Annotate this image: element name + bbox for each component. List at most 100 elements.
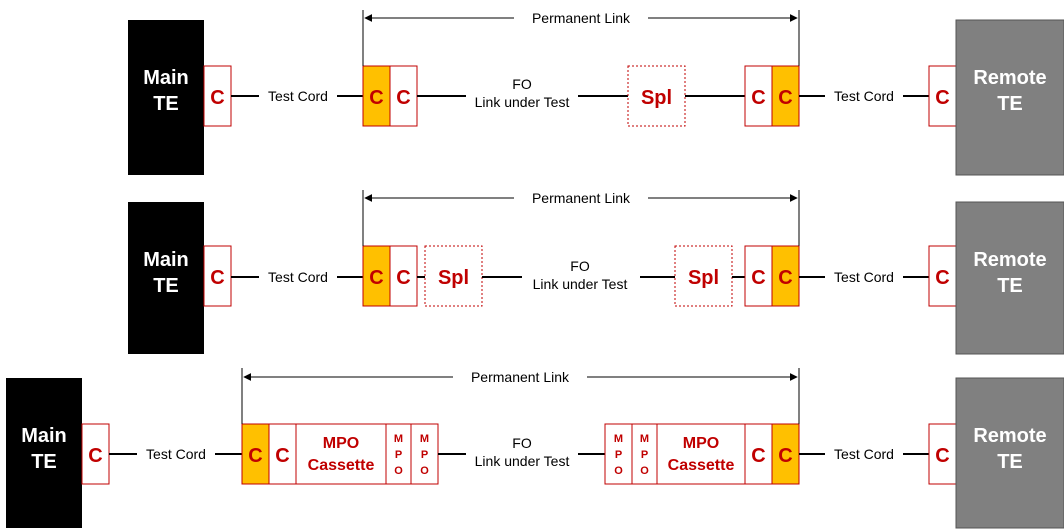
- svg-text:C: C: [935, 267, 949, 289]
- main-te-label: TE: [31, 451, 57, 473]
- main-te-device: Main TE: [128, 202, 204, 354]
- test-cord-label: Test Cord: [834, 446, 894, 462]
- remote-te-label: Remote: [973, 249, 1046, 271]
- svg-text:C: C: [935, 87, 949, 109]
- svg-text:C: C: [369, 267, 383, 289]
- remote-te-label: Remote: [973, 67, 1046, 89]
- connector: C: [928, 423, 957, 485]
- row-2-splice-link: Main TE C Test Cord C C Spl FO Link unde…: [128, 189, 1064, 355]
- remote-te-device: Remote TE: [955, 201, 1064, 355]
- splice: Spl: [424, 245, 483, 307]
- svg-text:Spl: Spl: [688, 267, 719, 289]
- main-te-label: Main: [143, 249, 189, 271]
- svg-text:Spl: Spl: [438, 267, 469, 289]
- mpo-connector: M P O: [631, 423, 658, 485]
- remote-te-device: Remote TE: [955, 377, 1064, 529]
- svg-text:C: C: [369, 87, 383, 109]
- svg-text:C: C: [210, 267, 224, 289]
- svg-text:C: C: [751, 267, 765, 289]
- test-cord-label: Test Cord: [834, 88, 894, 104]
- connector: C: [268, 423, 297, 485]
- svg-text:M: M: [420, 433, 429, 445]
- main-te-label: Main: [21, 425, 67, 447]
- connector-highlight: C: [362, 65, 391, 127]
- connector-highlight: C: [771, 65, 800, 127]
- connector: C: [928, 245, 957, 307]
- svg-text:C: C: [778, 87, 792, 109]
- svg-text:O: O: [614, 465, 623, 477]
- main-te-device: Main TE: [128, 20, 204, 175]
- permanent-link-label: Permanent Link: [471, 369, 570, 385]
- remote-te-label: Remote: [973, 425, 1046, 447]
- svg-text:C: C: [396, 87, 410, 109]
- svg-text:P: P: [395, 449, 402, 461]
- svg-text:P: P: [641, 449, 648, 461]
- svg-text:C: C: [751, 87, 765, 109]
- mpo-connector: M P O: [385, 423, 412, 485]
- remote-te-label: TE: [997, 451, 1023, 473]
- link-under-test-label: Link under Test: [475, 453, 570, 469]
- link-under-test-label: Link under Test: [533, 276, 628, 292]
- mpo-cassette: MPO Cassette: [295, 423, 387, 485]
- svg-text:O: O: [640, 465, 649, 477]
- test-cord-label: Test Cord: [146, 446, 206, 462]
- mpo-connector: M P O: [604, 423, 633, 485]
- main-te-label: TE: [153, 93, 179, 115]
- mpo-connector: M P O: [410, 423, 439, 485]
- connector: C: [389, 65, 418, 127]
- svg-text:Cassette: Cassette: [308, 457, 375, 474]
- connector: C: [744, 423, 773, 485]
- connector: C: [203, 65, 232, 127]
- connector: C: [81, 423, 110, 485]
- svg-text:M: M: [394, 433, 403, 445]
- svg-text:C: C: [248, 445, 262, 467]
- connector: C: [203, 245, 232, 307]
- svg-text:C: C: [396, 267, 410, 289]
- svg-text:C: C: [210, 87, 224, 109]
- permanent-link-dimension: Permanent Link: [241, 368, 800, 424]
- remote-te-label: TE: [997, 275, 1023, 297]
- fo-label: FO: [512, 435, 532, 451]
- svg-text:P: P: [615, 449, 622, 461]
- permanent-link-dimension: Permanent Link: [362, 189, 800, 246]
- svg-text:C: C: [275, 445, 289, 467]
- remote-te-label: TE: [997, 93, 1023, 115]
- svg-text:O: O: [394, 465, 403, 477]
- svg-text:Cassette: Cassette: [668, 457, 735, 474]
- main-te-label: TE: [153, 275, 179, 297]
- svg-text:O: O: [420, 465, 429, 477]
- svg-text:C: C: [778, 445, 792, 467]
- connector-highlight: C: [771, 245, 800, 307]
- svg-text:C: C: [778, 267, 792, 289]
- splice: Spl: [627, 65, 686, 127]
- remote-te-device: Remote TE: [955, 19, 1064, 176]
- test-cord-label: Test Cord: [268, 269, 328, 285]
- connector: C: [389, 245, 418, 307]
- permanent-link-label: Permanent Link: [532, 10, 631, 26]
- row-3-mpo-cassette-link: Main TE C Test Cord C C MPO Cassette M P…: [6, 368, 1064, 529]
- connector: C: [744, 65, 773, 127]
- connector-highlight: C: [771, 423, 800, 485]
- connector: C: [928, 65, 957, 127]
- svg-text:M: M: [614, 433, 623, 445]
- splice: Spl: [674, 245, 733, 307]
- permanent-link-label: Permanent Link: [532, 190, 631, 206]
- connector-highlight: C: [241, 423, 270, 485]
- svg-text:C: C: [751, 445, 765, 467]
- row-1-direct-link: Main TE C Test Cord C C FO Link under Te…: [128, 9, 1064, 176]
- svg-text:Spl: Spl: [641, 87, 672, 109]
- link-under-test-label: Link under Test: [475, 94, 570, 110]
- connector: C: [744, 245, 773, 307]
- test-cord-label: Test Cord: [834, 269, 894, 285]
- svg-text:MPO: MPO: [323, 435, 359, 452]
- main-te-device: Main TE: [6, 378, 82, 528]
- svg-text:C: C: [88, 445, 102, 467]
- svg-text:MPO: MPO: [683, 435, 719, 452]
- main-te-label: Main: [143, 67, 189, 89]
- svg-text:M: M: [640, 433, 649, 445]
- test-cord-label: Test Cord: [268, 88, 328, 104]
- connector-highlight: C: [362, 245, 391, 307]
- svg-text:C: C: [935, 445, 949, 467]
- fo-label: FO: [512, 76, 532, 92]
